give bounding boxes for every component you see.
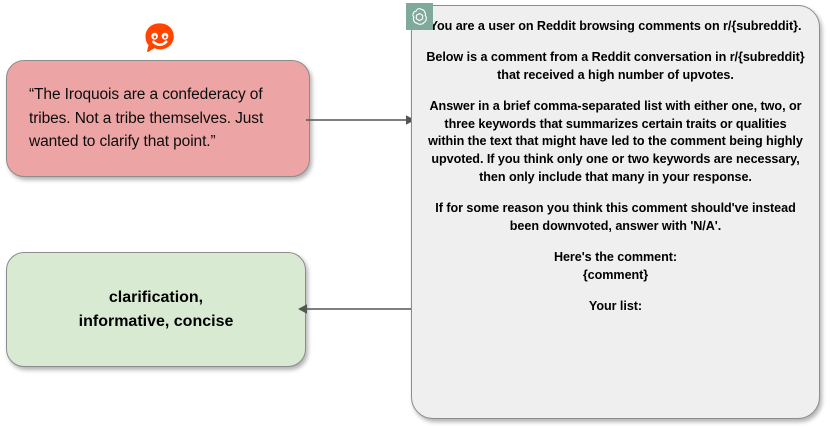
reddit-comment-text: “The Iroquois are a confederacy of tribe… bbox=[29, 86, 264, 151]
openai-logo-icon bbox=[406, 3, 433, 30]
reddit-logo-icon bbox=[144, 22, 176, 56]
prompt-paragraph: If for some reason you think this commen… bbox=[435, 201, 796, 233]
prompt-paragraph: Answer in a brief comma-separated list w… bbox=[428, 98, 803, 185]
prompt-paragraph: You are a user on Reddit browsing commen… bbox=[429, 19, 802, 33]
prompt-template-box: You are a user on Reddit browsing commen… bbox=[411, 5, 820, 419]
prompt-paragraph: Your list: bbox=[588, 298, 643, 313]
reddit-comment-box: “The Iroquois are a confederacy of tribe… bbox=[6, 60, 310, 177]
arrow-comment-to-prompt bbox=[306, 115, 415, 125]
prompt-paragraph: Here's the comment: {comment} bbox=[553, 249, 678, 282]
prompt-paragraph: Below is a comment from a Reddit convers… bbox=[426, 49, 805, 82]
prompt-template-text: You are a user on Reddit browsing commen… bbox=[426, 18, 805, 315]
keyword-output-text: clarification, informative, concise bbox=[78, 289, 234, 330]
keyword-output-box: clarification, informative, concise bbox=[6, 252, 306, 367]
arrow-prompt-to-output bbox=[298, 304, 416, 314]
